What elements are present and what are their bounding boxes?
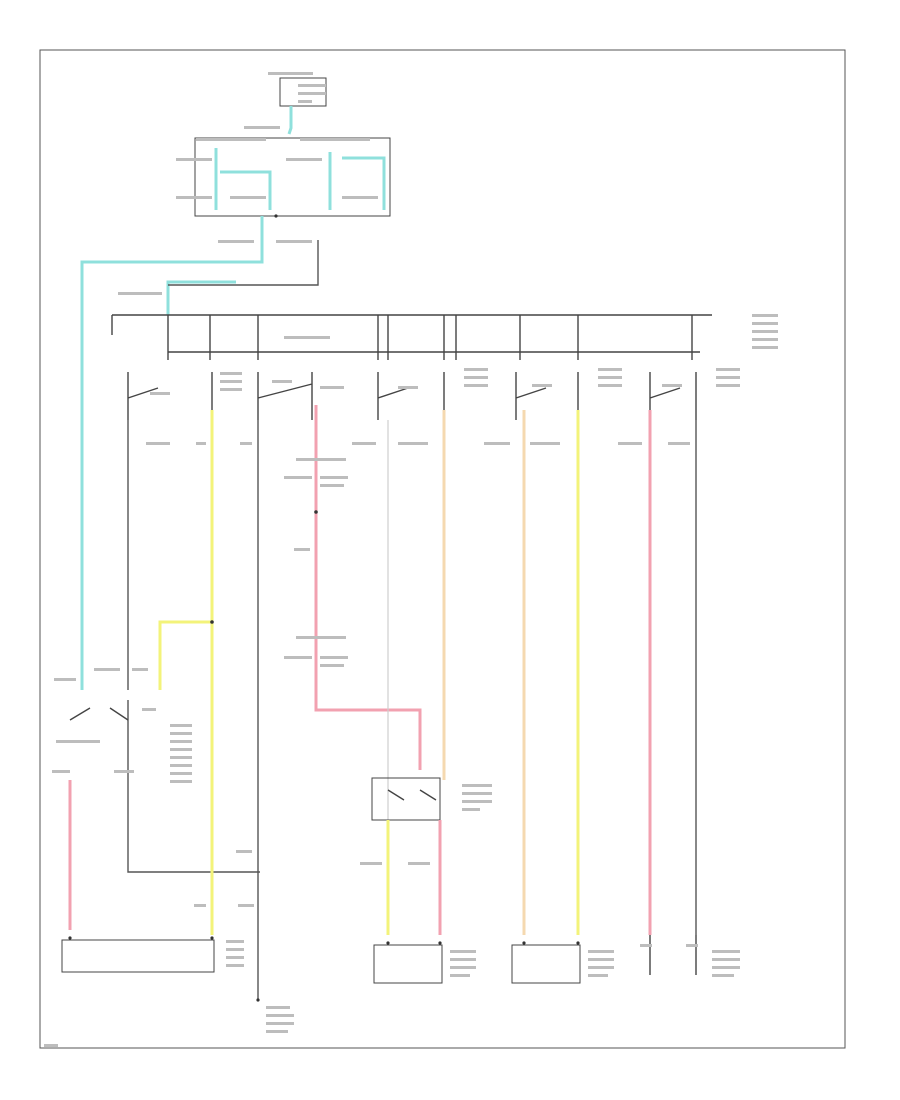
left-switch-assembly xyxy=(52,668,192,783)
center-wire-labels xyxy=(284,458,348,667)
bus-taps xyxy=(167,315,693,360)
feed-wire-cyan xyxy=(80,216,264,690)
wire-label-row xyxy=(146,442,690,445)
left-motor xyxy=(61,936,244,973)
figure-id xyxy=(44,1044,58,1047)
ground-point xyxy=(256,998,294,1033)
wire-pink-center xyxy=(314,405,422,770)
feed-wire-cyan-2 xyxy=(166,280,236,315)
switch-row xyxy=(127,368,740,420)
right-motor xyxy=(511,941,614,984)
wire-left-gray xyxy=(127,420,260,873)
right-switch xyxy=(640,935,740,977)
center-motor xyxy=(373,941,476,984)
diagram-border xyxy=(39,49,846,1049)
center-motor-switch xyxy=(371,777,492,821)
power-distribution xyxy=(176,72,391,218)
